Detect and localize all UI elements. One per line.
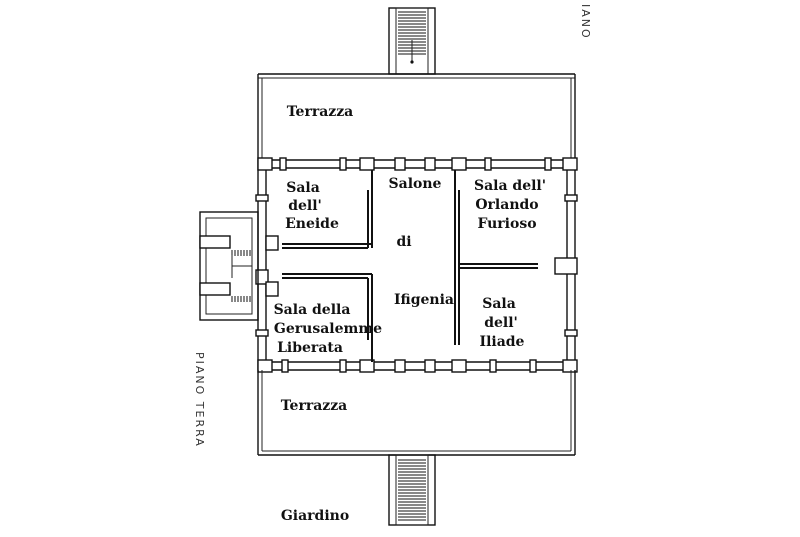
label-orlando-2: Orlando: [475, 197, 538, 213]
label-orlando-1: Sala dell': [474, 178, 546, 194]
label-orlando-3: Furioso: [477, 216, 536, 232]
label-gerusalemme-3: Liberata: [277, 340, 343, 356]
label-eneide-2: dell': [288, 198, 322, 214]
label-gerusalemme-1: Sala della: [274, 302, 351, 318]
label-terrazza-bottom: Terrazza: [281, 398, 348, 414]
label-eneide-1: Sala: [286, 180, 320, 196]
label-terrazza-top: Terrazza: [287, 104, 354, 120]
building-walls: [255, 157, 578, 373]
label-corner-note: IANO: [579, 4, 592, 40]
interior-walls: [265, 170, 538, 362]
label-salone-1: Salone: [389, 176, 442, 192]
label-giardino: Giardino: [281, 508, 349, 524]
label-eneide-3: Eneide: [285, 216, 339, 232]
label-salone-2: di: [396, 234, 411, 250]
label-salone-3: Ifigenia: [394, 292, 454, 308]
label-gerusalemme-2: Gerusalemme: [274, 321, 382, 337]
top-terrace: [257, 73, 576, 160]
label-iliade-2: dell': [484, 315, 518, 331]
label-iliade-1: Sala: [482, 296, 516, 312]
top-staircase: [388, 7, 436, 75]
label-piano-terra: PIANO TERRA: [193, 352, 206, 448]
label-iliade-3: Iliade: [480, 334, 525, 350]
bottom-staircase: [388, 454, 436, 526]
left-staircase: [199, 211, 259, 321]
